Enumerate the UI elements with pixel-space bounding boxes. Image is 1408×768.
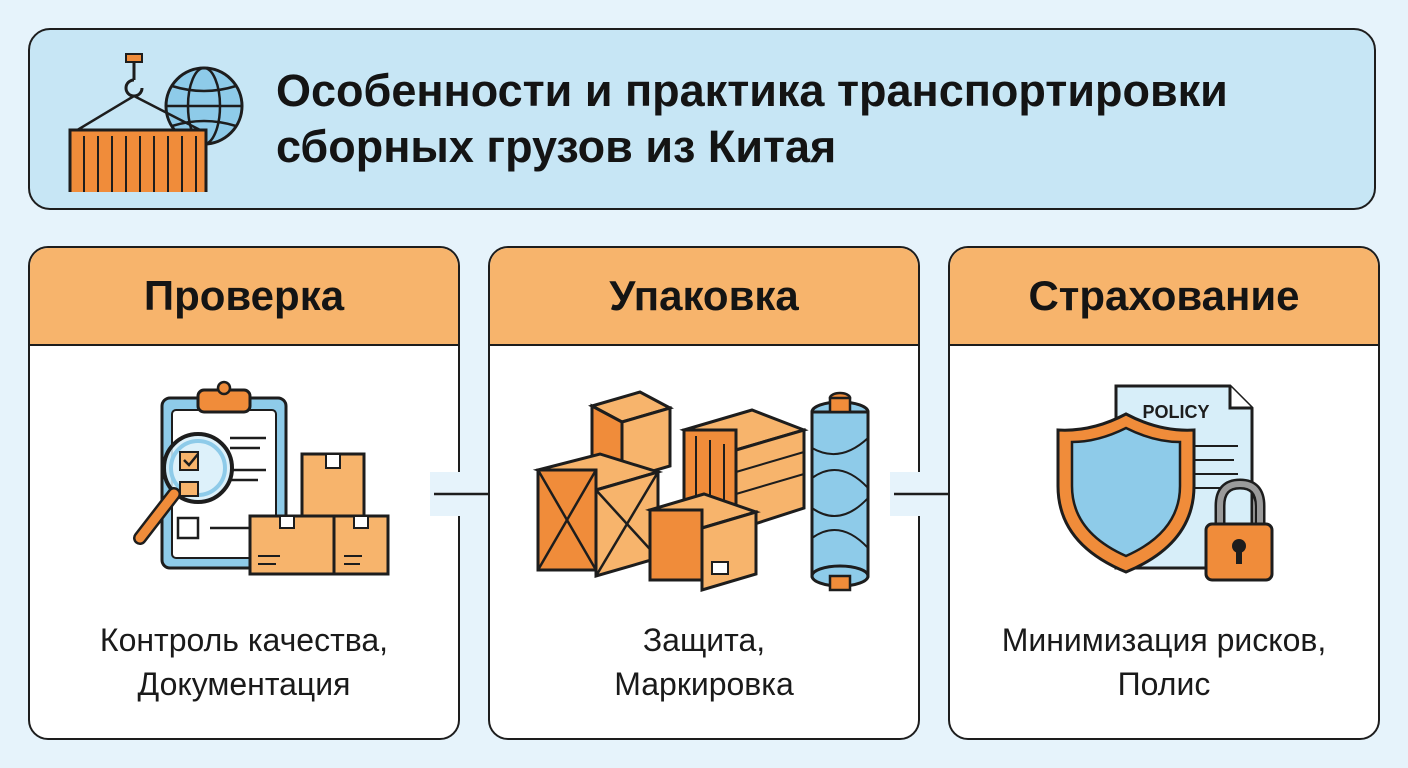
shield-policy-padlock-icon: POLICY — [1056, 384, 1274, 582]
step-card-insurance: Страхование POLICY Минимизация рисков, П… — [948, 246, 1380, 740]
page-title: Особенности и практика транспортировки с… — [276, 30, 1336, 208]
step-description-line-2: Полис — [1117, 666, 1211, 702]
title-line-1: Особенности и практика транспортировки — [276, 65, 1228, 116]
step-description: Контроль качества, Документация — [30, 618, 458, 706]
step-card-packing: Упаковка — [488, 246, 920, 740]
step-description-line-2: Документация — [137, 666, 351, 702]
step-description-line-1: Контроль качества, — [99, 622, 389, 658]
step-card-inspection: Проверка Контроль качества, — [28, 246, 460, 740]
step-description-line-2: Маркировка — [614, 666, 794, 702]
title-line-2: сборных грузов из Китая — [276, 121, 837, 172]
crates-boxes-film-roll-icon — [532, 390, 870, 593]
policy-label: POLICY — [1142, 402, 1209, 422]
step-title: Упаковка — [490, 248, 918, 346]
step-title: Проверка — [30, 248, 458, 346]
header-banner: Особенности и практика транспортировки с… — [28, 28, 1376, 210]
step-description-line-1: Минимизация рисков, — [1001, 622, 1327, 658]
container-crane-globe-icon — [68, 53, 244, 192]
step-title: Страхование — [950, 248, 1378, 346]
step-description: Минимизация рисков, Полис — [950, 618, 1378, 706]
clipboard-magnifier-boxes-icon — [133, 380, 390, 576]
step-description: Защита, Маркировка — [490, 618, 918, 706]
step-description-line-1: Защита, — [642, 622, 766, 658]
